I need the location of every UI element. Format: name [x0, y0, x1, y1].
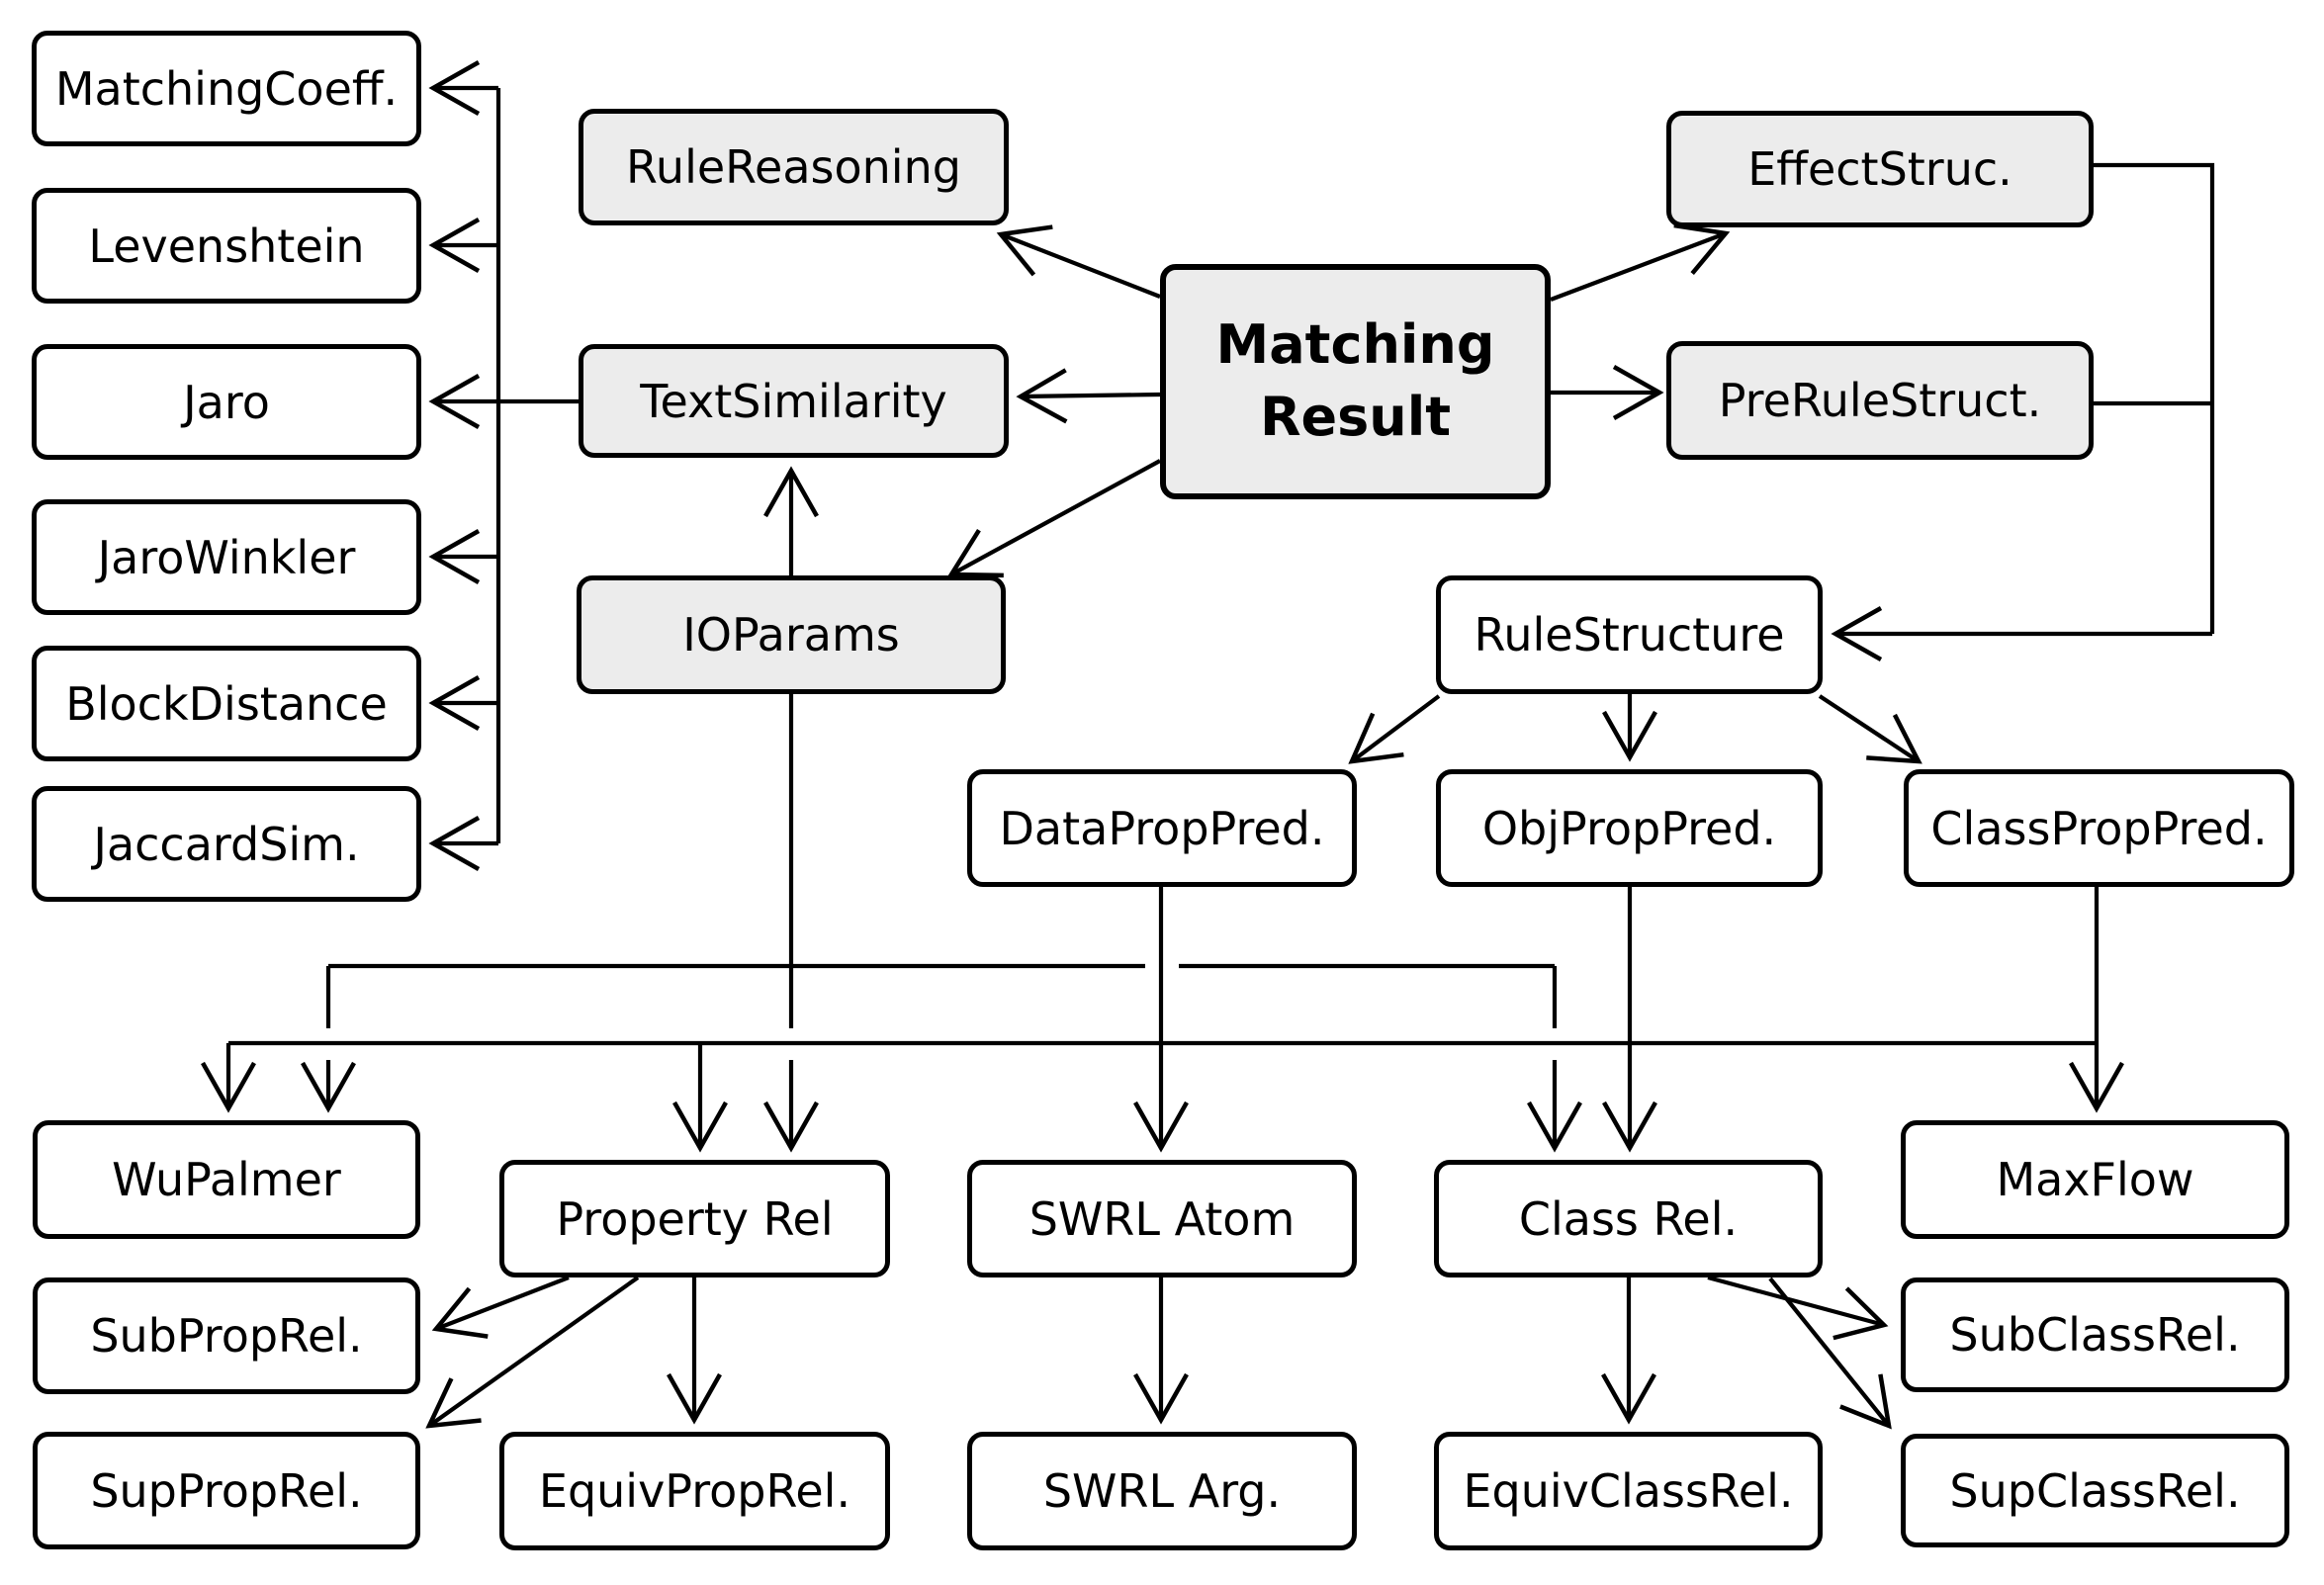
node-swrl-arg: SWRL Arg.: [967, 1432, 1357, 1550]
node-property-rel: Property Rel: [499, 1160, 890, 1277]
edge-group-struct-rulestructure: [1831, 162, 2215, 661]
node-max-flow: MaxFlow: [1901, 1120, 2289, 1239]
matching-result-line2: Result: [1259, 386, 1452, 448]
edge-group-property-rel-children: [425, 1276, 722, 1429]
node-class-prop-pred: ClassPropPred.: [1904, 769, 2294, 887]
node-sup-class-rel: SupClassRel.: [1901, 1434, 2289, 1547]
edge-group-text-similarity-metrics: [428, 60, 581, 871]
edge-group-bus-a: [301, 963, 1582, 1153]
node-swrl-atom: SWRL Atom: [967, 1160, 1357, 1277]
node-levenshtein: Levenshtein: [32, 188, 421, 304]
node-rule-structure: RuleStructure: [1436, 575, 1823, 694]
edge-group-bus-b: [201, 1040, 2097, 1153]
edge-group-class-rel-children: [1601, 1275, 1892, 1430]
node-wu-palmer: WuPalmer: [33, 1120, 420, 1239]
node-jaro-winkler: JaroWinkler: [32, 499, 421, 615]
node-equiv-class-rel: EquivClassRel.: [1434, 1432, 1823, 1550]
node-equiv-prop-rel: EquivPropRel.: [499, 1432, 890, 1550]
node-matching-result: Matching Result: [1160, 264, 1551, 499]
node-rule-reasoning: RuleReasoning: [579, 109, 1009, 225]
node-text-similarity: TextSimilarity: [579, 344, 1009, 458]
node-sub-class-rel: SubClassRel.: [1901, 1277, 2289, 1392]
node-matching-coeff: MatchingCoeff.: [32, 31, 421, 146]
node-pre-rule-struct: PreRuleStruct.: [1666, 341, 2094, 460]
node-obj-prop-pred: ObjPropPred.: [1436, 769, 1823, 887]
edge-group-rulestructure-predicates: [1348, 694, 1922, 764]
node-class-rel: Class Rel.: [1434, 1160, 1823, 1277]
node-io-params: IOParams: [577, 575, 1006, 694]
node-sup-prop-rel: SupPropRel.: [33, 1432, 420, 1549]
node-data-prop-pred: DataPropPred.: [967, 769, 1357, 887]
node-sub-prop-rel: SubPropRel.: [33, 1277, 420, 1394]
node-effect-struc: EffectStruc.: [1666, 111, 2094, 227]
node-jaro: Jaro: [32, 344, 421, 460]
matching-result-line1: Matching: [1215, 313, 1495, 377]
edge-group-vertical-drops: [763, 694, 2124, 1153]
node-block-distance: BlockDistance: [32, 646, 421, 761]
node-jaccard-sim: JaccardSim.: [32, 786, 421, 902]
edge-group-matching-result: [946, 222, 1731, 578]
